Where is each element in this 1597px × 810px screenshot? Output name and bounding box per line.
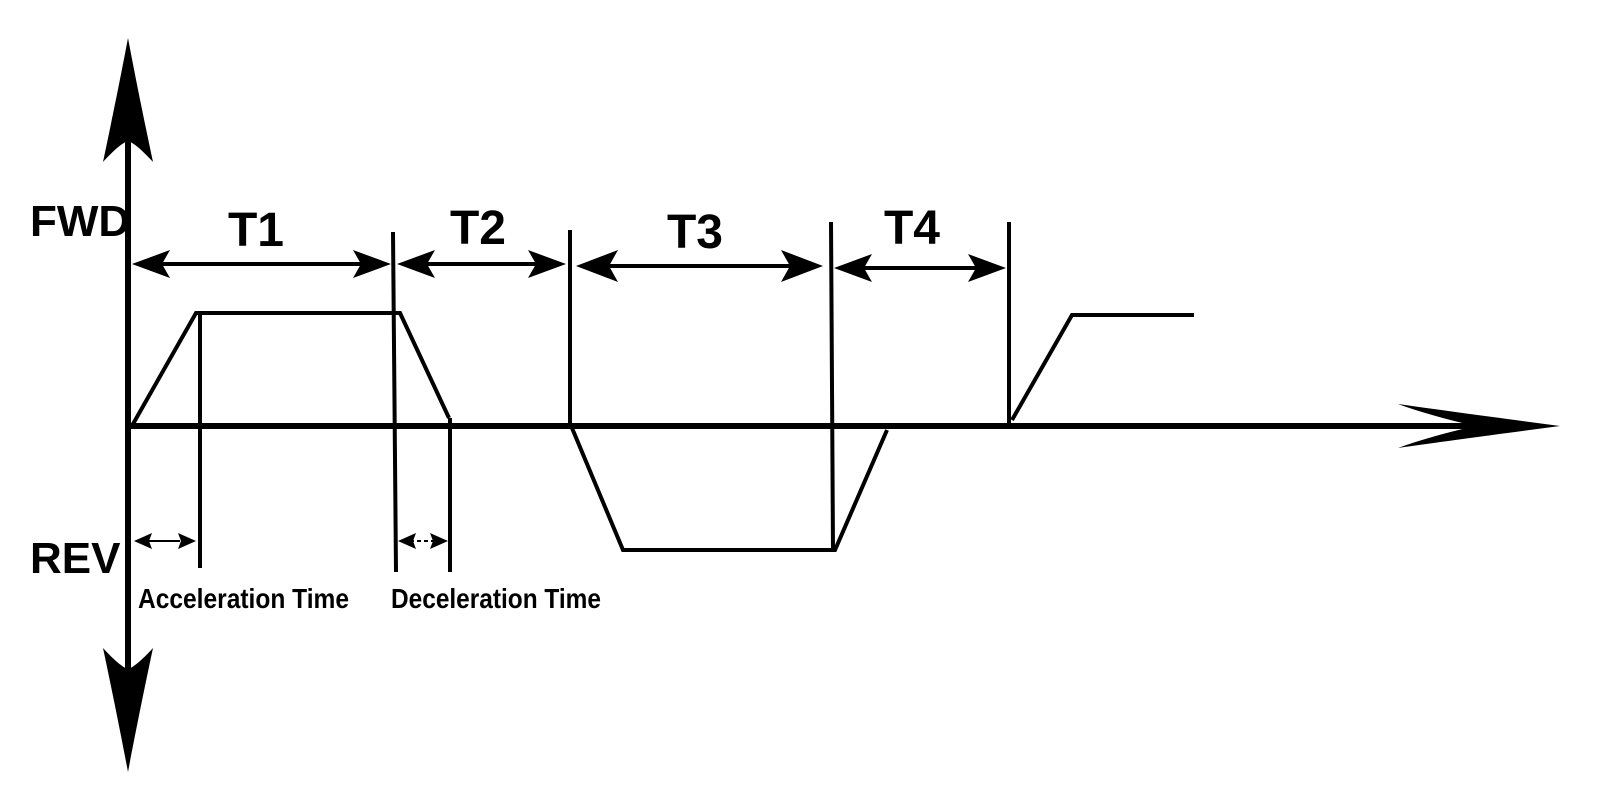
up-arrowhead-icon [103,38,153,162]
arrow-right-icon [178,533,196,549]
forward-restart-segment [1010,313,1194,421]
deceleration-time-arrow [398,533,448,549]
reverse-run-segment [570,427,889,552]
t3-end-marker [829,221,835,551]
fwd-label: FWD [30,197,130,246]
interval-markers [198,221,1011,573]
acceleration-time-arrow [134,533,196,549]
arrow-left-icon [134,533,152,549]
t4-dimension-arrow [834,254,1006,282]
t1-label: T1 [228,204,284,257]
acceleration-time-label: Acceleration Time [138,583,349,614]
deceleration-time-label: Deceleration Time [391,583,601,614]
t3-label: T3 [667,206,723,259]
t2-label: T2 [450,202,506,255]
forward-run-segment [131,311,451,425]
t3-dimension-arrow [576,250,823,282]
t1-end-marker [391,231,398,573]
t4-label: T4 [884,202,940,255]
arrow-left-icon [132,250,170,278]
rev-label: REV [30,534,121,583]
t2-dimension-arrow [397,250,566,278]
arrow-left-icon [397,250,435,278]
arrow-right-icon [528,250,566,278]
right-arrowhead-icon [1398,404,1560,448]
vertical-axis [103,38,153,772]
arrow-left-icon [576,250,618,282]
speed-profile [131,311,1194,552]
down-arrowhead-icon [103,648,153,772]
time-axis [128,404,1560,448]
ramp-dimension-arrows [134,533,448,549]
interval-dimension-arrows [132,250,1006,282]
arrow-right-icon [968,254,1006,282]
arrow-left-icon [398,533,416,549]
arrow-left-icon [834,254,872,282]
arrow-right-icon [353,250,391,278]
t1-dimension-arrow [132,250,391,278]
arrow-right-icon [781,250,823,282]
arrow-right-icon [430,533,448,549]
